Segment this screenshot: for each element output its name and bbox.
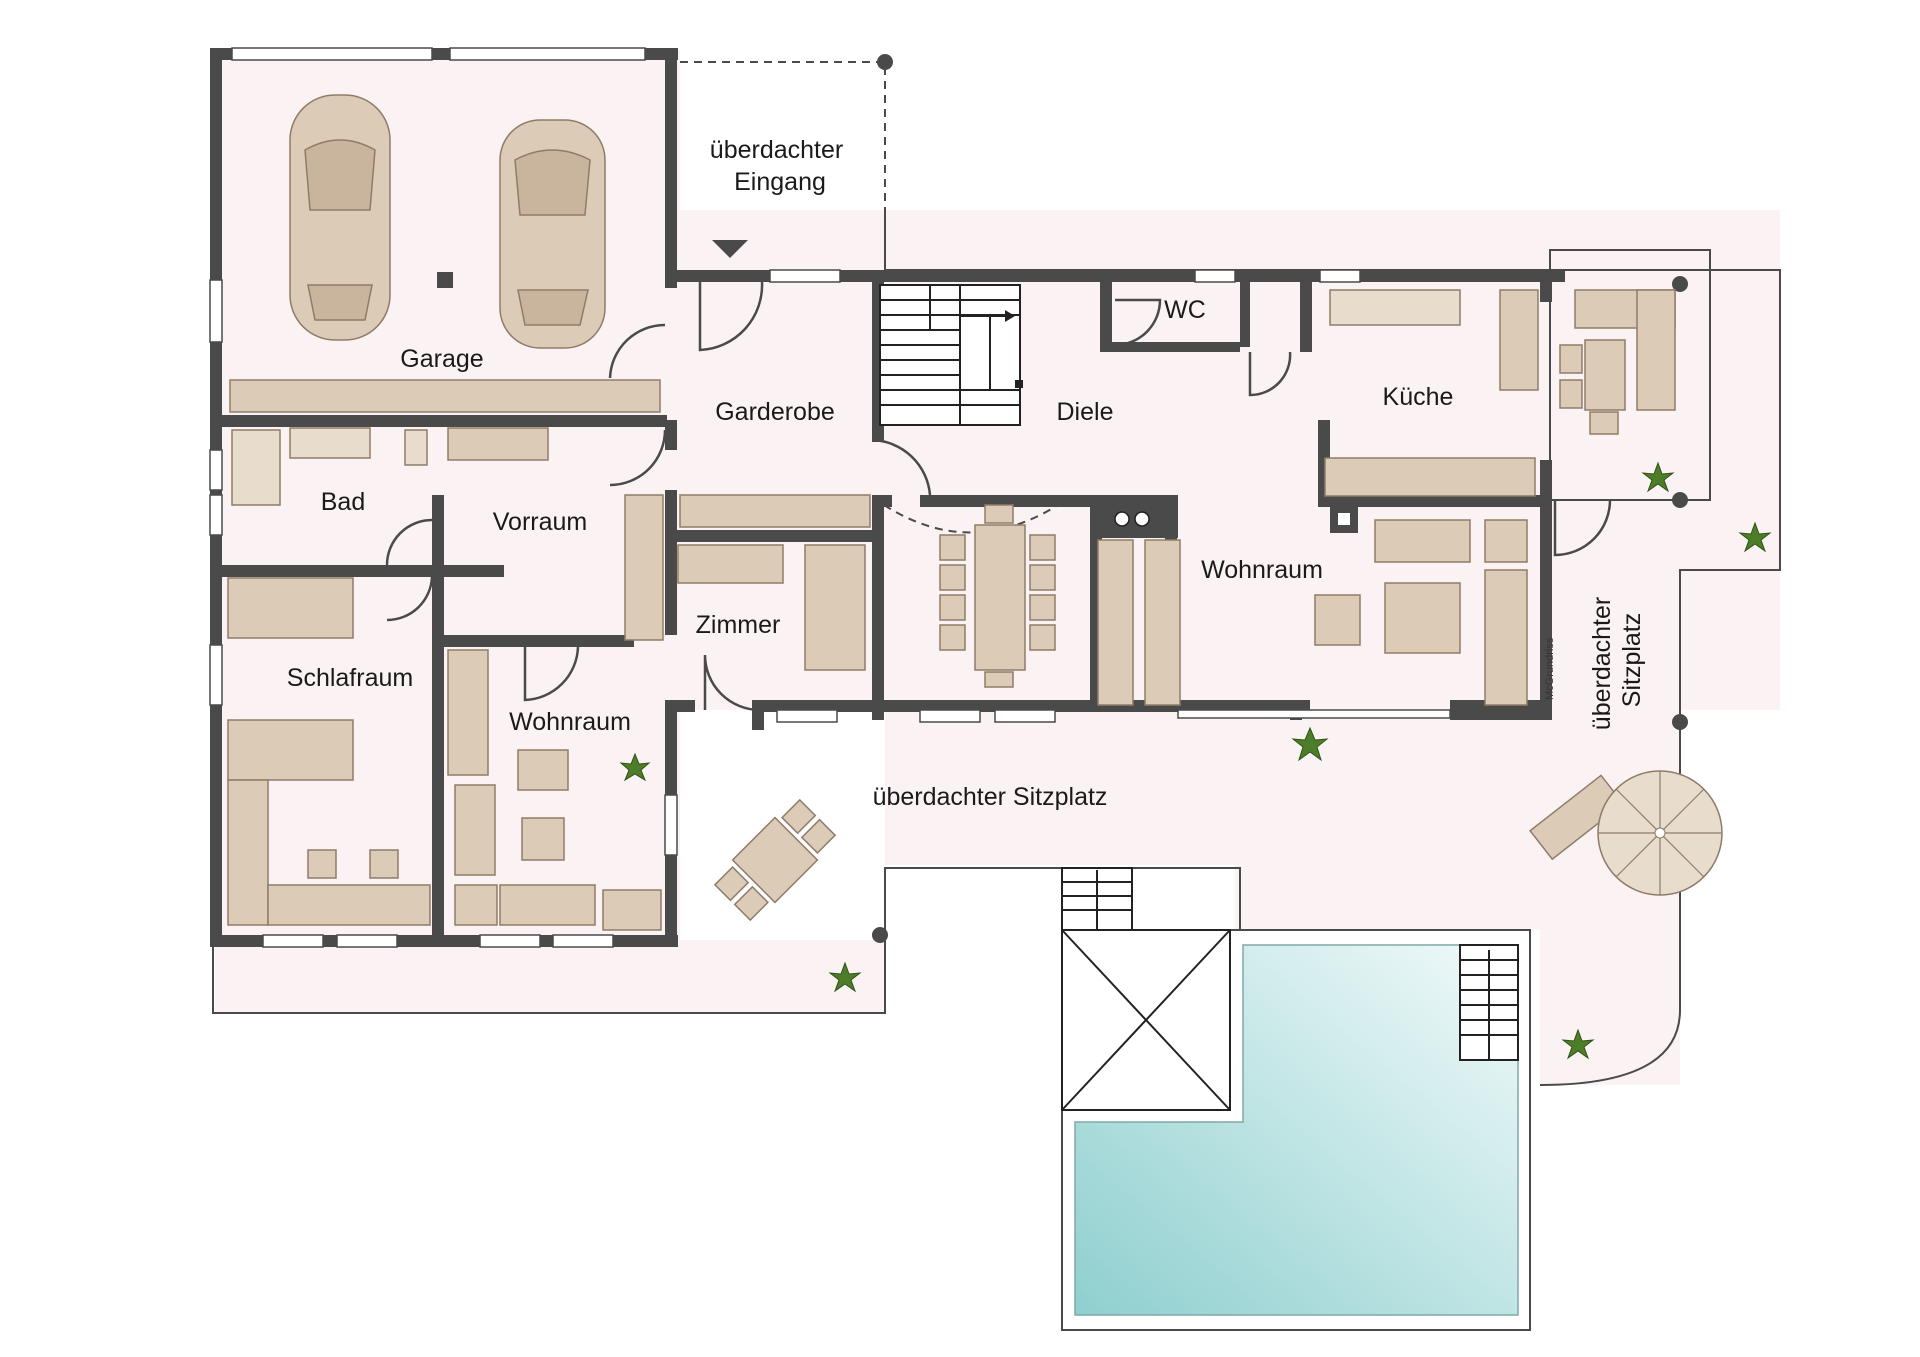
label-sitzplatz-side-line1: überdachter	[1588, 597, 1616, 730]
label-diele: Diele	[1057, 398, 1114, 426]
car-left	[289, 94, 391, 341]
label-wc: WC	[1164, 296, 1206, 324]
label-garderobe: Garderobe	[715, 398, 835, 426]
car-right	[499, 119, 606, 349]
staircase	[879, 284, 1023, 426]
label-garage: Garage	[400, 345, 483, 373]
credit-label: McGrundriss	[1544, 637, 1556, 700]
doors	[385, 240, 1612, 712]
label-entrance-line2: Eingang	[734, 168, 826, 196]
furniture	[227, 289, 1723, 931]
cars	[289, 94, 606, 349]
label-schlafraum: Schlafraum	[287, 664, 413, 692]
terrace-outlines	[212, 54, 1781, 1086]
label-sitzplatz-side-line2: Sitzplatz	[1618, 613, 1646, 707]
label-wohnraum-left: Wohnraum	[509, 708, 631, 736]
plants	[619, 461, 1772, 1060]
room-labels: überdachter Eingang Garage Garderobe Die…	[287, 136, 1646, 811]
label-vorraum: Vorraum	[493, 508, 587, 536]
windows	[209, 47, 1451, 948]
label-sitzplatz-main: überdachter Sitzplatz	[873, 783, 1108, 811]
label-zimmer: Zimmer	[696, 611, 781, 639]
label-entrance-line1: überdachter	[710, 136, 843, 164]
label-kueche: Küche	[1383, 383, 1454, 411]
label-entrance: überdachter Eingang	[710, 136, 850, 196]
label-bad: Bad	[321, 488, 365, 516]
pool	[1061, 867, 1531, 1331]
label-sitzplatz-side: überdachter Sitzplatz	[1588, 590, 1646, 730]
label-wohnraum-main: Wohnraum	[1201, 556, 1323, 584]
